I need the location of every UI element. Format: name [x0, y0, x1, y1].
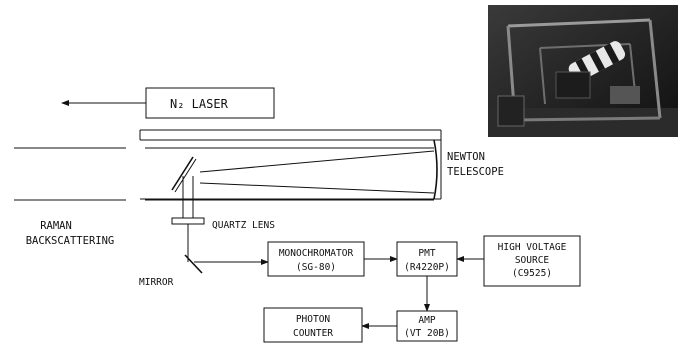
hv-source-model: (C9525) [512, 268, 552, 279]
ray-upper [199, 150, 435, 173]
photon-counter-label: PHOTON [296, 314, 331, 325]
amp-model: (VT 20B) [404, 328, 450, 339]
fold-mirror [184, 254, 203, 274]
pmt-label: PMT [418, 248, 435, 259]
raman-label-2: BACKSCATTERING [26, 235, 115, 247]
secondary-mirror-back [174, 158, 197, 193]
quartz-lens [171, 217, 205, 225]
hv-source-label: HIGH VOLTAGE [498, 242, 567, 253]
quartz-lens-label: QUARTZ LENS [212, 220, 275, 231]
amp-box [396, 310, 458, 342]
ray-lower [199, 182, 435, 194]
newton-telescope-label-2: TELESCOPE [447, 166, 504, 178]
monochromator-box [267, 241, 365, 277]
monochromator-label: MONOCHROMATOR [279, 248, 354, 259]
n2-laser-label: N₂ LASER [170, 97, 229, 111]
mirror-label: MIRROR [139, 277, 174, 288]
hv-source-box [483, 235, 581, 287]
pmt-model: (R4220P) [404, 262, 450, 273]
photon-counter-label-2: COUNTER [293, 328, 333, 339]
secondary-mirror [171, 156, 194, 191]
photon-counter-box [263, 307, 363, 343]
raman-label-1: RAMAN [40, 220, 72, 232]
hv-source-label-2: SOURCE [515, 255, 550, 266]
monochromator-model: (SG-80) [296, 262, 336, 273]
n2-laser-box [145, 87, 275, 119]
primary-mirror [433, 139, 438, 200]
apparatus-photo [488, 5, 678, 137]
newton-telescope-label-1: NEWTON [447, 151, 485, 163]
amp-label: AMP [418, 315, 435, 326]
